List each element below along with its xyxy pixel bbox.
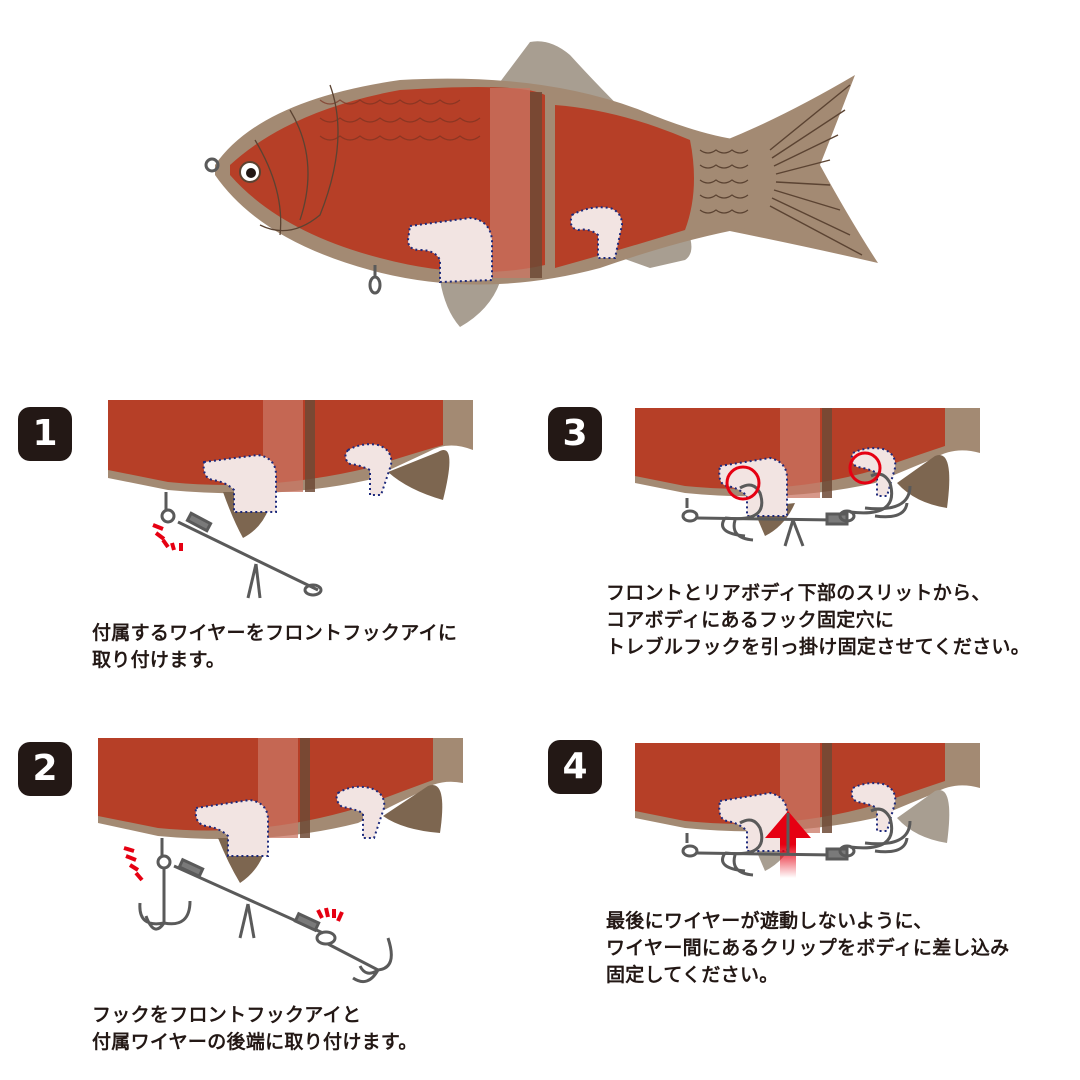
front-ventral-fin (440, 280, 500, 327)
hero-lure-illustration (204, 41, 878, 327)
front-slit (406, 216, 493, 284)
step-1-badge: 1 (18, 407, 72, 461)
step-4-caption: 最後にワイヤーが遊動しないように、 ワイヤー間にあるクリップをボディに差し込み … (606, 910, 1010, 986)
belly-hook-eye (368, 275, 382, 295)
tail-fin (700, 75, 878, 263)
step-1-illustration (108, 400, 473, 599)
step-1-caption: 付属するワイヤーをフロントフックアイに 取り付けます。 (92, 622, 458, 671)
step-4-illustration (635, 743, 980, 878)
step-3-badge: 3 (548, 407, 602, 461)
step-4-badge: 4 (548, 740, 602, 794)
step-2-illustration (98, 738, 463, 984)
joint-band (490, 88, 530, 278)
step-3-caption: フロントとリアボディ下部のスリットから、 コアボディにあるフック固定穴に トレブ… (606, 582, 1031, 658)
step-2-badge: 2 (18, 742, 72, 796)
rear-slit (569, 206, 624, 259)
step-2-caption: フックをフロントフックアイと 付属ワイヤーの後端に取り付けます。 (92, 1004, 418, 1053)
step-3-illustration (635, 408, 980, 547)
nose-line-eye (204, 157, 220, 173)
joint-divider (530, 92, 542, 278)
